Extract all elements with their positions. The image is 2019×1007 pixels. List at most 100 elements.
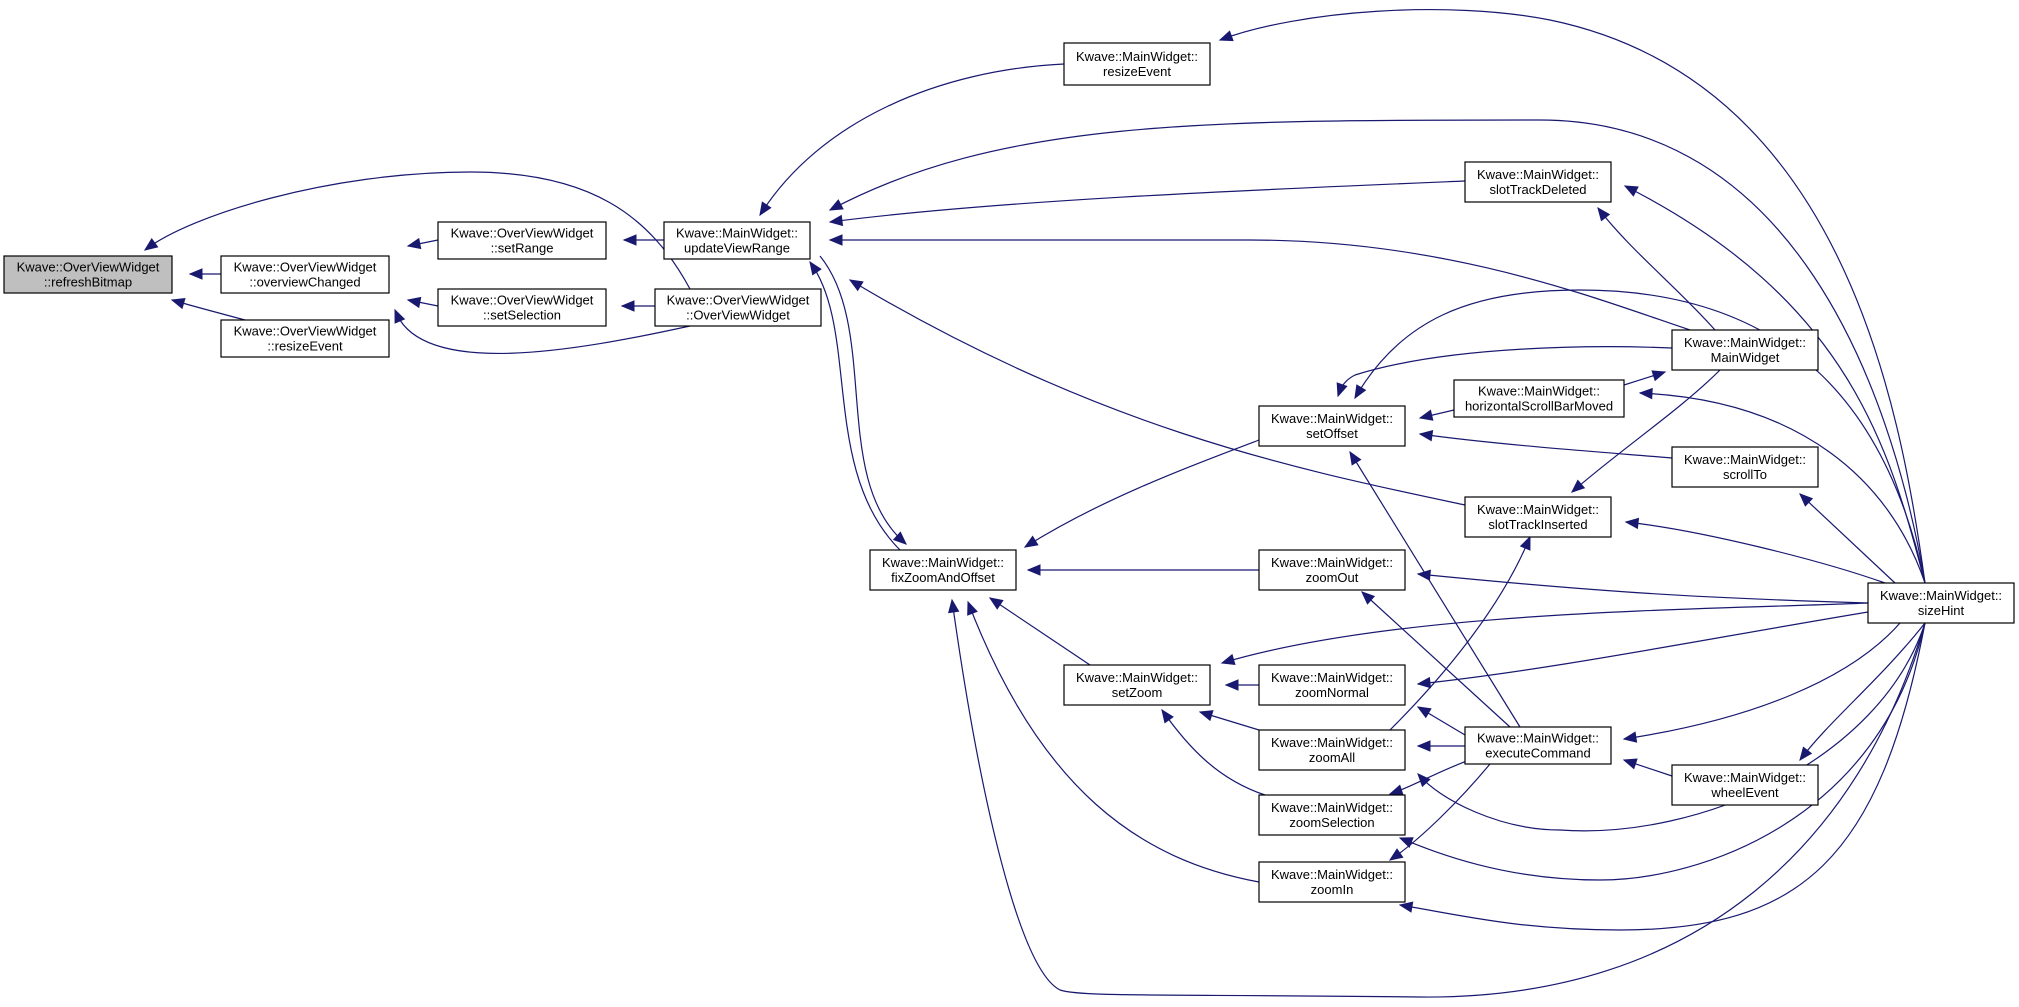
node-label-line: MainWidget xyxy=(1711,350,1780,365)
node-wheelEvent[interactable]: Kwave::MainWidget::wheelEvent xyxy=(1671,764,1819,806)
node-scrollTo[interactable]: Kwave::MainWidget::scrollTo xyxy=(1671,446,1819,488)
graph-edges xyxy=(143,9,1926,998)
node-setRange[interactable]: Kwave::OverViewWidget::setRange xyxy=(437,221,607,260)
node-box xyxy=(1464,496,1612,538)
edge-mwResizeEvent-to-updateViewRange xyxy=(759,63,1065,217)
node-executeCommand[interactable]: Kwave::MainWidget::executeCommand xyxy=(1464,726,1612,765)
arrowhead xyxy=(1624,517,1640,530)
node-zoomOut[interactable]: Kwave::MainWidget::zoomOut xyxy=(1258,549,1406,591)
node-label-line: slotTrackInserted xyxy=(1488,517,1587,532)
edge-line xyxy=(809,261,901,551)
node-slotTrackDeleted[interactable]: Kwave::MainWidget::slotTrackDeleted xyxy=(1464,161,1612,203)
node-zoomNormal[interactable]: Kwave::MainWidget::zoomNormal xyxy=(1258,664,1406,706)
arrowhead xyxy=(1416,676,1432,689)
edge-line xyxy=(1639,392,1926,584)
arrowhead xyxy=(1416,706,1432,719)
edge-zoomNormal-to-setZoom xyxy=(1224,679,1259,691)
node-fixZoom[interactable]: Kwave::MainWidget::fixZoomAndOffset xyxy=(869,549,1017,591)
edge-line xyxy=(819,255,907,545)
node-box xyxy=(1258,729,1406,771)
arrowhead xyxy=(1026,564,1041,576)
edge-setRange-to-overviewChanged xyxy=(406,237,439,250)
node-label-line: Kwave::MainWidget:: xyxy=(1684,335,1806,350)
edge-zoomIn-to-fixZoom xyxy=(967,600,1260,883)
arrowhead xyxy=(1416,740,1431,752)
node-zoomAll[interactable]: Kwave::MainWidget::zoomAll xyxy=(1258,729,1406,771)
arrowhead xyxy=(1597,206,1611,222)
node-setSelection[interactable]: Kwave::OverViewWidget::setSelection xyxy=(437,288,607,327)
node-zoomSelection[interactable]: Kwave::MainWidget::zoomSelection xyxy=(1258,794,1406,836)
node-label-line: zoomSelection xyxy=(1289,815,1374,830)
edge-line xyxy=(1399,622,1926,931)
arrowhead xyxy=(848,279,864,292)
node-ovResizeEvent[interactable]: Kwave::OverViewWidget::resizeEvent xyxy=(220,319,390,358)
node-label-line: ::setRange xyxy=(491,241,554,256)
arrowhead xyxy=(1638,387,1653,400)
edge-line xyxy=(1361,591,1511,728)
arrowhead xyxy=(1336,382,1348,398)
arrowhead xyxy=(406,296,422,309)
node-mainWidget[interactable]: Kwave::MainWidget::MainWidget xyxy=(1671,329,1819,371)
node-box xyxy=(1671,329,1819,371)
edge-executeCommand-to-zoomAll xyxy=(1416,740,1465,752)
node-label-line: Kwave::MainWidget:: xyxy=(1684,770,1806,785)
arrowhead xyxy=(828,234,843,246)
edge-ovResizeEvent-to-refreshBitmap xyxy=(170,298,246,321)
arrowhead xyxy=(967,600,978,616)
node-sizeHint[interactable]: Kwave::MainWidget::sizeHint xyxy=(1867,582,2015,624)
arrowhead xyxy=(1388,848,1404,861)
node-label-line: Kwave::OverViewWidget xyxy=(451,293,594,308)
node-box xyxy=(654,288,822,327)
node-mwResizeEvent[interactable]: Kwave::MainWidget::resizeEvent xyxy=(1063,42,1211,86)
node-box xyxy=(1258,794,1406,836)
edge-line xyxy=(1161,709,1266,796)
node-box xyxy=(220,255,390,294)
node-label-line: Kwave::OverViewWidget xyxy=(667,293,810,308)
node-label-line: Kwave::OverViewWidget xyxy=(234,324,377,339)
node-box xyxy=(1464,161,1612,203)
edge-zoomOut-to-fixZoom xyxy=(1026,564,1259,576)
node-overViewWidget[interactable]: Kwave::OverViewWidget::OverViewWidget xyxy=(654,288,822,327)
node-label-line: Kwave::MainWidget:: xyxy=(1478,384,1600,399)
node-slotTrackInserted[interactable]: Kwave::MainWidget::slotTrackInserted xyxy=(1464,496,1612,538)
edge-line xyxy=(394,309,691,355)
node-label-line: slotTrackDeleted xyxy=(1489,182,1586,197)
arrowhead xyxy=(622,234,637,246)
node-label-line: sizeHint xyxy=(1918,603,1965,618)
arrowhead xyxy=(892,531,907,545)
arrowhead xyxy=(1799,746,1813,762)
edge-sizeHint-to-wheelEvent xyxy=(1799,622,1926,762)
node-hScroll[interactable]: Kwave::MainWidget::horizontalScrollBarMo… xyxy=(1453,379,1625,418)
node-label-line: ::overviewChanged xyxy=(249,275,360,290)
node-label-line: Kwave::MainWidget:: xyxy=(1271,735,1393,750)
edge-line xyxy=(829,119,1926,584)
node-zoomIn[interactable]: Kwave::MainWidget::zoomIn xyxy=(1258,861,1406,903)
edge-scrollTo-to-setOffset xyxy=(1418,430,1673,459)
arrowhead xyxy=(1354,384,1367,400)
arrowhead xyxy=(1023,535,1039,548)
node-label-line: executeCommand xyxy=(1485,746,1591,761)
edge-line xyxy=(951,599,1926,998)
node-setZoom[interactable]: Kwave::MainWidget::setZoom xyxy=(1063,664,1211,706)
node-overviewChanged[interactable]: Kwave::OverViewWidget::overviewChanged xyxy=(220,255,390,294)
node-label-line: Kwave::MainWidget:: xyxy=(1271,867,1393,882)
edge-line xyxy=(1337,346,1673,397)
arrowhead xyxy=(394,308,406,324)
node-label-line: Kwave::MainWidget:: xyxy=(1477,167,1599,182)
node-updateViewRange[interactable]: Kwave::MainWidget::updateViewRange xyxy=(663,221,811,260)
node-label-line: zoomNormal xyxy=(1295,685,1369,700)
node-label-line: Kwave::MainWidget:: xyxy=(1271,670,1393,685)
edge-line xyxy=(1399,622,1926,881)
arrowhead xyxy=(1220,653,1236,665)
node-setOffset[interactable]: Kwave::MainWidget::setOffset xyxy=(1258,405,1406,447)
edge-sizeHint-to-zoomNormal xyxy=(1416,611,1869,689)
edge-line xyxy=(1799,493,1896,584)
edge-executeCommand-to-zoomIn xyxy=(1388,763,1491,861)
edge-line xyxy=(1624,185,1926,584)
node-refreshBitmap[interactable]: Kwave::OverViewWidget::refreshBitmap xyxy=(3,255,173,294)
arrowhead xyxy=(1349,450,1362,466)
node-label-line: zoomAll xyxy=(1309,750,1355,765)
arrowhead xyxy=(143,238,159,251)
node-label-line: ::refreshBitmap xyxy=(44,275,132,290)
